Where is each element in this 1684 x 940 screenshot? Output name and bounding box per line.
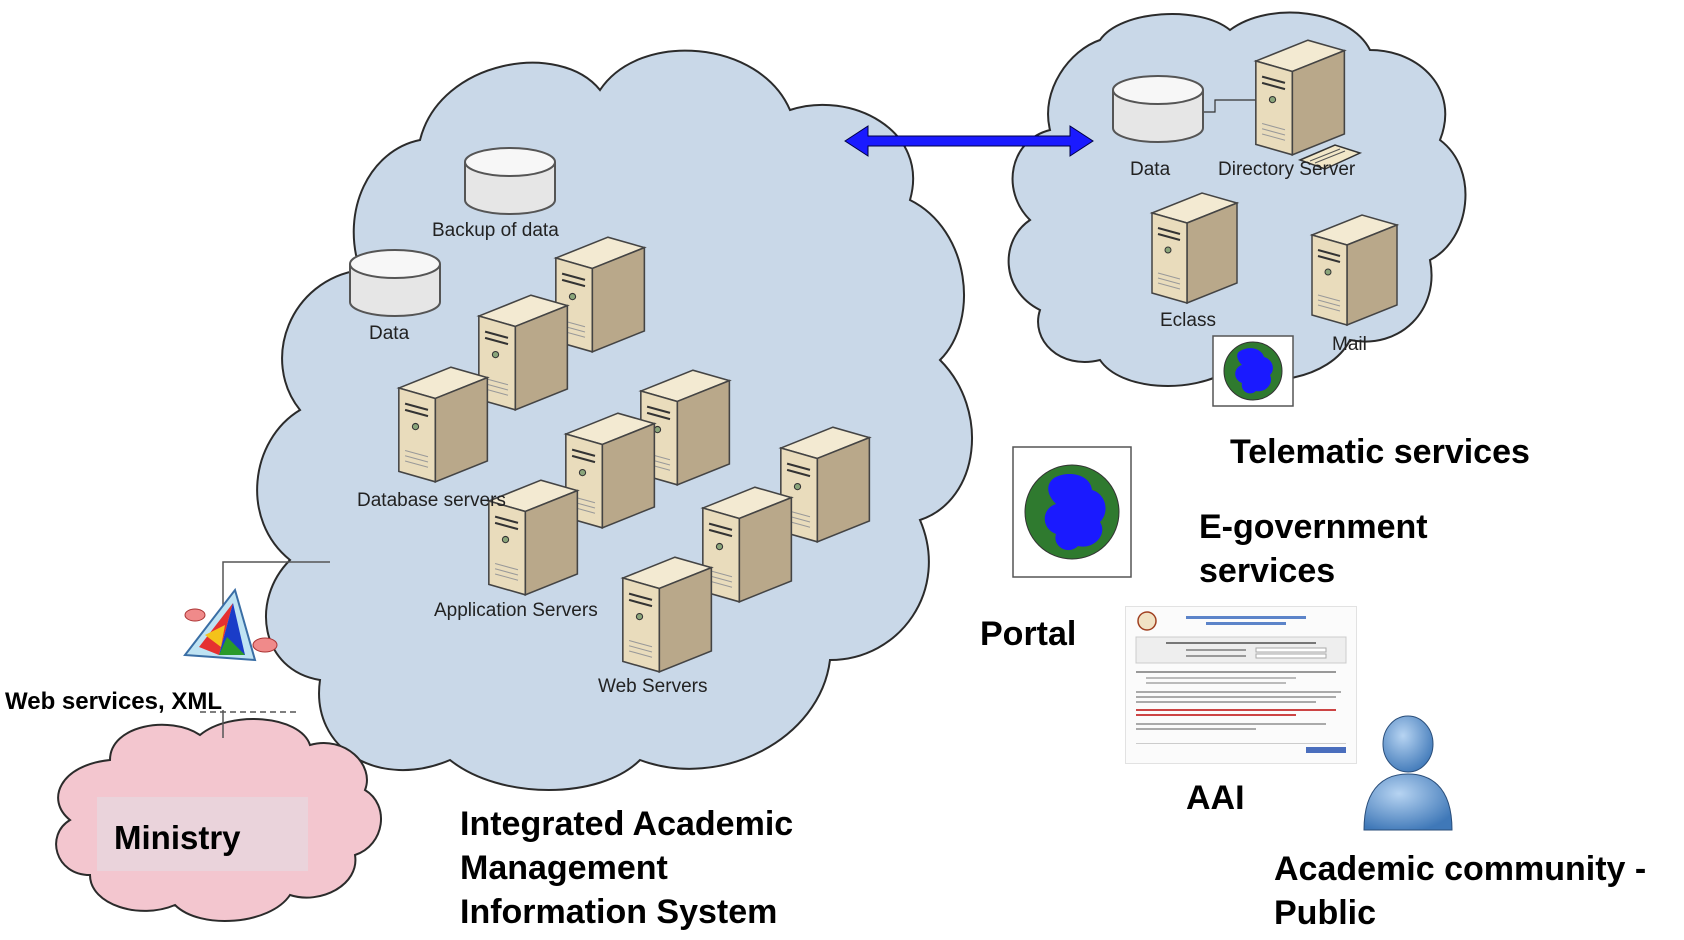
globe-icon — [1212, 335, 1294, 407]
iamis-line3: Information System — [460, 893, 778, 931]
iamis-line1: Integrated Academic — [460, 805, 794, 843]
mail-label: Mail — [1332, 334, 1367, 355]
community-line2: Public — [1274, 894, 1377, 932]
database-cylinder-icon — [464, 147, 556, 215]
eclass-label: Eclass — [1160, 310, 1216, 331]
server-tower-icon — [388, 362, 493, 487]
directory-server-label: Directory Server — [1218, 159, 1356, 180]
server-tower-icon — [1142, 188, 1242, 308]
portal-screenshot — [1125, 606, 1357, 764]
server-tower-icon — [1302, 210, 1402, 330]
aai-label: AAI — [1186, 779, 1245, 817]
double-arrow-icon — [844, 125, 1094, 157]
data-left-label: Data — [369, 323, 410, 344]
ministry-box — [97, 797, 308, 871]
iamis-line2: Management — [460, 849, 668, 887]
person-icon — [1363, 715, 1453, 831]
ministry-label: Ministry — [114, 819, 241, 856]
web-services-xml-label: Web services, XML — [5, 688, 222, 715]
database-servers-label: Database servers — [357, 490, 506, 511]
web-servers-label: Web Servers — [598, 676, 708, 697]
e-government-line2: services — [1199, 552, 1336, 590]
application-servers-label: Application Servers — [434, 600, 598, 621]
connector-line — [222, 561, 330, 610]
telematic-services-label: Telematic services — [1230, 433, 1530, 471]
printer-icon — [1297, 144, 1363, 170]
backup-of-data-label: Backup of data — [432, 220, 559, 241]
server-tower-icon — [612, 552, 717, 677]
e-government-line1: E-government — [1199, 508, 1428, 546]
web-service-icon — [183, 587, 278, 662]
database-cylinder-icon — [1112, 75, 1204, 143]
community-line1: Academic community - — [1274, 850, 1647, 888]
data-right-label: Data — [1130, 159, 1171, 180]
portal-label: Portal — [980, 615, 1077, 653]
globe-icon — [1012, 446, 1132, 578]
database-cylinder-icon — [349, 249, 441, 317]
